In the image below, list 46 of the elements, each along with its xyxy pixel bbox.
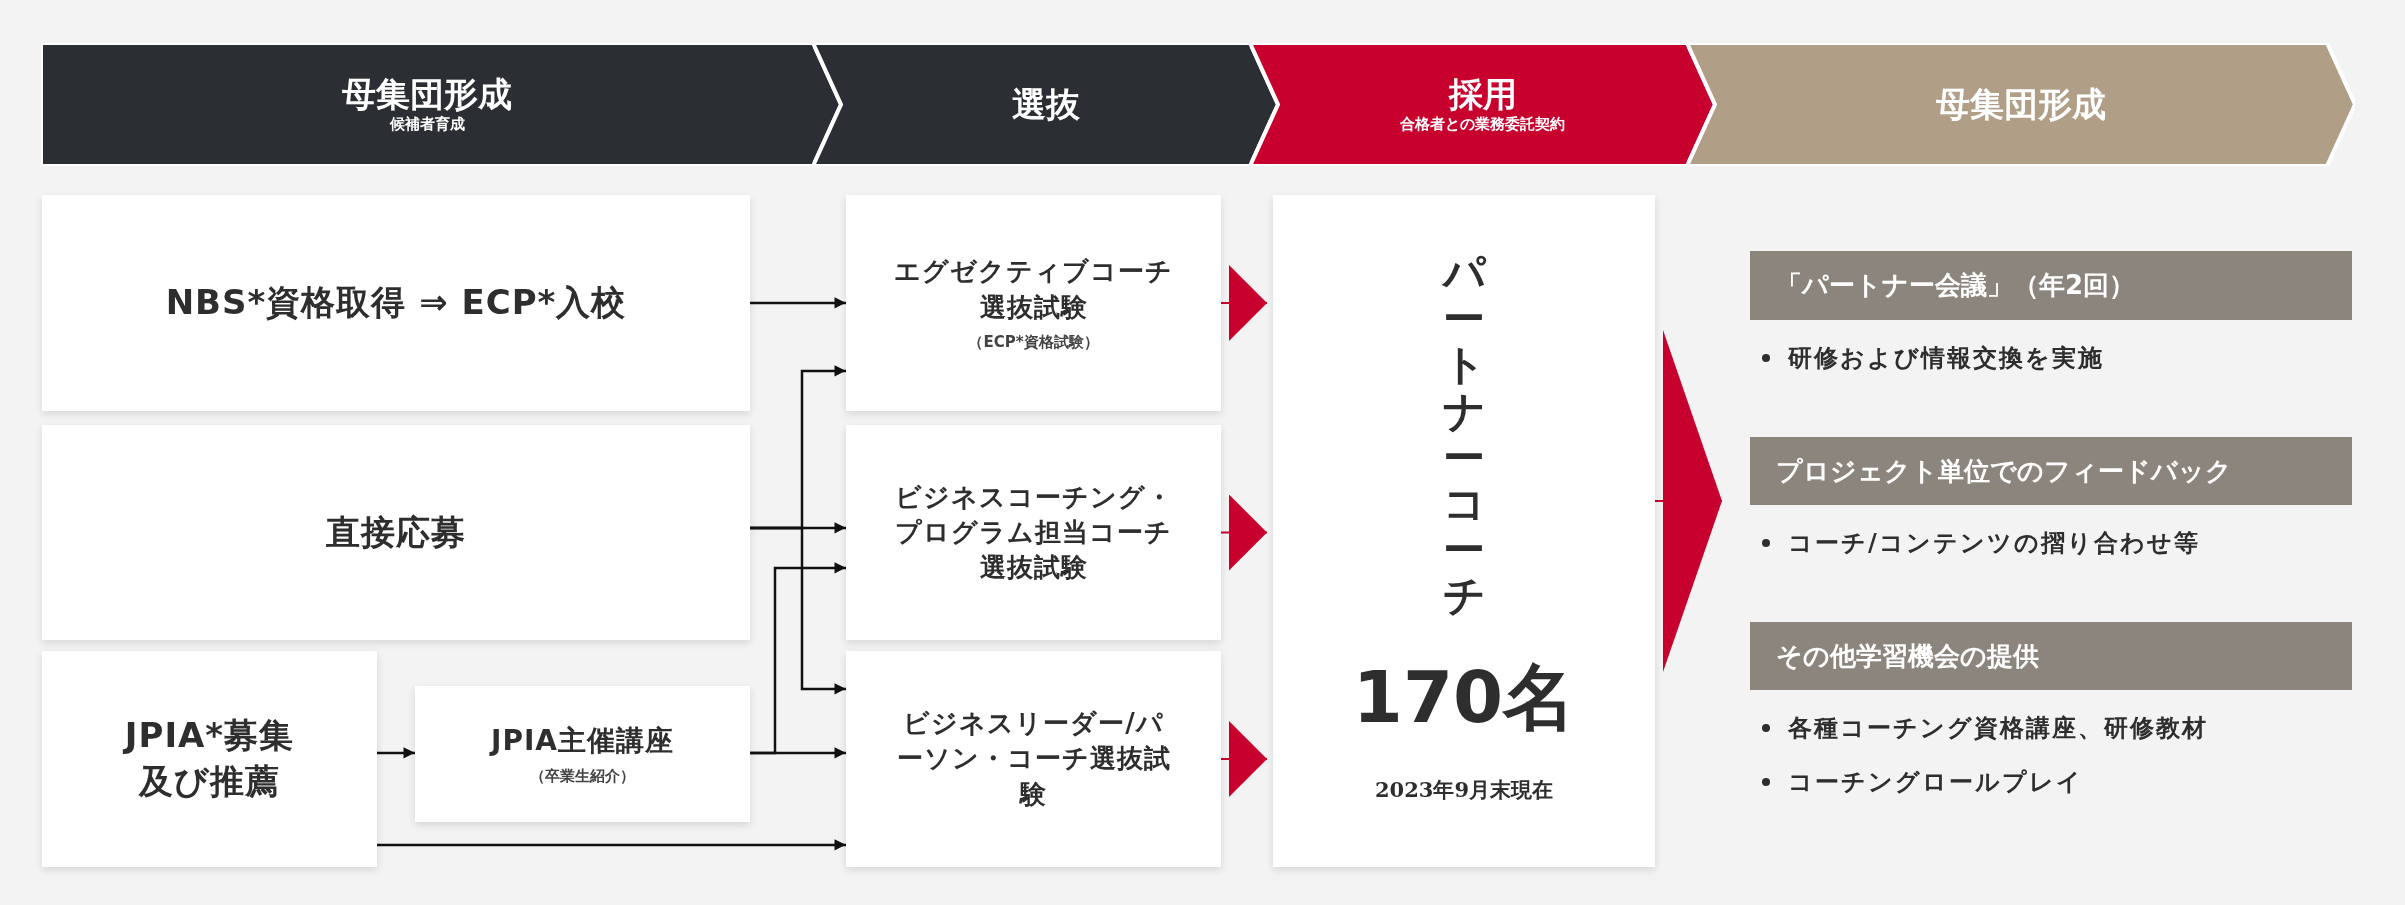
course-note: （卒業生紹介）	[530, 767, 635, 787]
course-label: JPIA主催講座	[491, 722, 674, 759]
source-box	[42, 195, 750, 411]
bullet-item: コーチングロールプレイ	[1750, 766, 2208, 798]
stage-title: 採用	[1448, 74, 1517, 116]
section-header: その他学習機会の提供	[1750, 622, 2352, 690]
section-header: プロジェクト単位でのフィードバック	[1750, 437, 2352, 505]
stage-subtitle: 候補者育成	[389, 115, 465, 135]
stage-banner	[1250, 43, 1715, 166]
stage-title: 母集団形成	[342, 74, 512, 115]
stage-title: 母集団形成	[1936, 84, 2106, 125]
arrow	[377, 839, 846, 851]
arrow	[750, 562, 846, 755]
vertical-title: パートナーコーチ	[1443, 250, 1485, 620]
source-box	[42, 651, 377, 867]
stage-banner	[41, 43, 841, 166]
source-label: JPIA*募集及び推薦	[121, 714, 296, 803]
arrow	[750, 297, 846, 309]
flow-chevron	[1220, 721, 1268, 797]
source-label: NBS*資格取得 ⇒ ECP*入校	[165, 281, 627, 325]
flow-chevron	[1654, 330, 1723, 672]
date-note: 2023年9月末現在	[1374, 775, 1554, 804]
section-header: 「パートナー会議」（年2回）	[1750, 251, 2352, 320]
selection-note: （ECP*資格試験）	[968, 332, 1099, 352]
arrow	[750, 526, 846, 695]
stage-banner	[813, 43, 1278, 166]
selection-label: ビジネスコーチング・プログラム担当コーチ選抜試験	[893, 480, 1174, 585]
result-box	[1273, 195, 1655, 867]
count-label: 170名	[1352, 653, 1576, 741]
flow-chevron	[1220, 265, 1268, 341]
flow-chevron	[1220, 494, 1268, 571]
selection-box	[846, 425, 1221, 640]
stage-banner	[1687, 43, 2355, 166]
source-label: 直接応募	[326, 510, 466, 554]
bullet-item: 研修および情報交換を実施	[1750, 342, 2104, 374]
selection-label: エグゼクティブコーチ選抜試験	[893, 255, 1174, 324]
stage-title: 選抜	[1011, 84, 1080, 125]
bullet-item: コーチ/コンテンツの摺り合わせ等	[1750, 527, 2200, 559]
source-box	[42, 425, 750, 640]
selection-box	[846, 651, 1221, 867]
course-box	[415, 686, 750, 822]
selection-label: ビジネスリーダー/パーソン・コーチ選抜試験	[895, 707, 1172, 811]
selection-box	[846, 195, 1221, 411]
arrow	[377, 747, 415, 759]
bullet-item: 各種コーチング資格講座、研修教材	[1750, 712, 2208, 744]
stage-subtitle: 合格者との業務委託契約	[1400, 115, 1565, 135]
